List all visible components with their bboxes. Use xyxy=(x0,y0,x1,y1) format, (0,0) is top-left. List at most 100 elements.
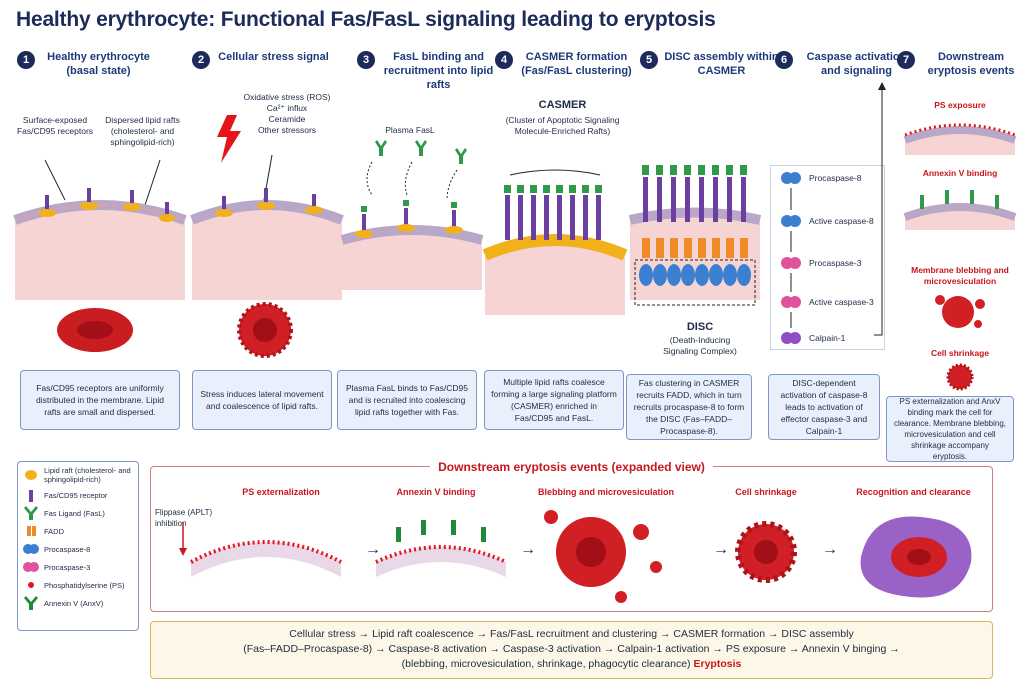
summary-pathway-box: Cellular stress → Lipid raft coalescence… xyxy=(150,621,993,679)
fas-receptor xyxy=(518,195,523,240)
fadd xyxy=(684,238,692,258)
plasma-fasl-label: Plasma FasL xyxy=(385,125,435,135)
procaspase-8 xyxy=(653,264,667,286)
fas-receptor xyxy=(570,195,575,240)
event-shrinkage: Cell shrinkage xyxy=(930,348,990,358)
step-4-caption: Multiple lipid rafts coalesce forming a … xyxy=(484,370,624,430)
event-ps-exposure: PS exposure xyxy=(934,100,986,110)
caspase-cascade: Procaspase-8 Active caspase-8 Procaspase… xyxy=(770,165,885,350)
fas-receptor-icon xyxy=(29,490,33,502)
fas-receptor xyxy=(596,195,601,240)
legend-item: Phosphatidylserine (PS) xyxy=(23,578,133,592)
fas-ligand xyxy=(726,165,733,175)
shrunken-cell xyxy=(946,363,974,391)
casmer-title: CASMER xyxy=(538,99,587,111)
fas-ligand xyxy=(684,165,691,175)
expanded-stage-label: Recognition and clearance xyxy=(856,487,971,497)
fas-ligand xyxy=(740,165,747,175)
step-1-caption: Fas/CD95 receptors are uniformly distrib… xyxy=(20,370,180,430)
page-title: Healthy erythrocyte: Functional Fas/FasL… xyxy=(16,8,716,31)
fas-receptor xyxy=(557,195,562,240)
step-title: Cellular stress signal xyxy=(218,51,329,63)
lightning-stress-icon xyxy=(217,115,241,163)
fadd xyxy=(670,238,678,258)
fadd-icon xyxy=(27,526,36,536)
fas-receptor xyxy=(657,177,662,222)
cascade-label: Procaspase-3 xyxy=(809,258,862,268)
casmer-description: (Cluster of Apoptotic Signaling Molecule… xyxy=(505,115,620,136)
casmer-cluster-diagram xyxy=(482,169,628,315)
event-blebbing: Membrane blebbing and microvesiculation xyxy=(911,265,1009,286)
cascade-label: Procaspase-8 xyxy=(809,173,862,183)
expanded-stage-label: PS externalization xyxy=(242,487,320,497)
step-title: CASMER formation (Fas/FasL clustering) xyxy=(521,51,632,77)
ps-exposure-membrane xyxy=(903,123,1017,155)
expanded-stage-label: Cell shrinkage xyxy=(735,487,797,497)
fas-receptor xyxy=(671,177,676,222)
legend-item: FADD xyxy=(23,524,133,538)
cascade-icons xyxy=(781,172,801,344)
legend-item: Annexin V (AnxV) xyxy=(23,596,133,610)
step-6-panel: 6 Caspase activation and signaling xyxy=(775,50,915,490)
fas-receptor xyxy=(544,195,549,240)
fas-ligand xyxy=(504,185,511,193)
expanded-view-panel: Downstream eryptosis events (expanded vi… xyxy=(150,460,993,612)
procaspase-8 xyxy=(723,264,737,286)
stressed-erythrocyte-cell xyxy=(237,302,293,358)
arrow-right-icon: → xyxy=(365,541,381,558)
fas-receptor xyxy=(685,177,690,222)
eryptosis-label: Eryptosis xyxy=(693,658,742,670)
legend-item: Procaspase-8 xyxy=(23,542,133,556)
fas-ligand xyxy=(582,185,589,193)
step-number: 1 xyxy=(17,51,35,69)
fadd xyxy=(712,238,720,258)
fas-receptor xyxy=(741,177,746,222)
step-title: DISC assembly within CASMER xyxy=(664,51,779,77)
fasl-binding-diagram xyxy=(340,140,484,290)
fas-receptor xyxy=(505,195,510,240)
procaspase-8-icon xyxy=(23,544,39,554)
fas-ligand xyxy=(543,185,550,193)
step-number: 6 xyxy=(775,51,793,69)
procaspase-8 xyxy=(737,264,751,286)
fas-receptor xyxy=(727,177,732,222)
step-2-caption: Stress induces lateral movement and coal… xyxy=(192,370,332,430)
expanded-stage-label: Annexin V binding xyxy=(396,487,476,497)
event-annexin-binding: Annexin V binding xyxy=(922,168,998,178)
stressors-list: Oxidative stress (ROS) Ca²⁺ influx Ceram… xyxy=(243,92,331,135)
expanded-stage-label: Blebbing and microvesiculation xyxy=(537,487,675,497)
fas-ligand xyxy=(569,185,576,193)
arrow-right-icon: → xyxy=(713,541,729,558)
fadd xyxy=(656,238,664,258)
fas-receptor xyxy=(699,177,704,222)
step-title: Downstream eryptosis events xyxy=(927,51,1015,77)
cascade-label: Active caspase-8 xyxy=(809,216,874,226)
step-7-panel: 7 Downstream eryptosis events xyxy=(897,50,1022,490)
summary-line: Cellular stress → Lipid raft coalescence… xyxy=(289,628,854,640)
procaspase-8 xyxy=(639,264,653,286)
lipid-raft-icon xyxy=(25,470,37,480)
arrow-right-icon: → xyxy=(520,541,536,558)
fas-receptor xyxy=(583,195,588,240)
stress-membrane-diagram xyxy=(190,154,344,300)
fas-ligand xyxy=(517,185,524,193)
summary-line: (blebbing, microvesiculation, shrinkage,… xyxy=(401,658,742,670)
fas-receptor xyxy=(713,177,718,222)
step-title: Healthy erythrocyte (basal state) xyxy=(47,51,150,77)
blebbing-cell xyxy=(935,295,985,328)
legend-item: Fas/CD95 receptor xyxy=(23,488,133,502)
procaspase-8 xyxy=(709,264,723,286)
step-number: 7 xyxy=(897,51,915,69)
step-title: Caspase activation and signaling xyxy=(806,51,907,77)
step-6-caption: DISC-dependent activation of caspase-8 l… xyxy=(768,374,880,440)
fadd xyxy=(642,238,650,258)
healthy-erythrocyte-cell xyxy=(57,308,133,352)
disc-description: (Death-Inducing Signaling Complex) xyxy=(663,335,737,356)
annexin-v-icon xyxy=(24,596,38,610)
phosphatidylserine-icon xyxy=(28,582,34,588)
legend: Lipid raft (cholesterol- and sphingolipi… xyxy=(17,461,139,631)
procaspase-8 xyxy=(667,264,681,286)
fas-ligand xyxy=(642,165,649,175)
